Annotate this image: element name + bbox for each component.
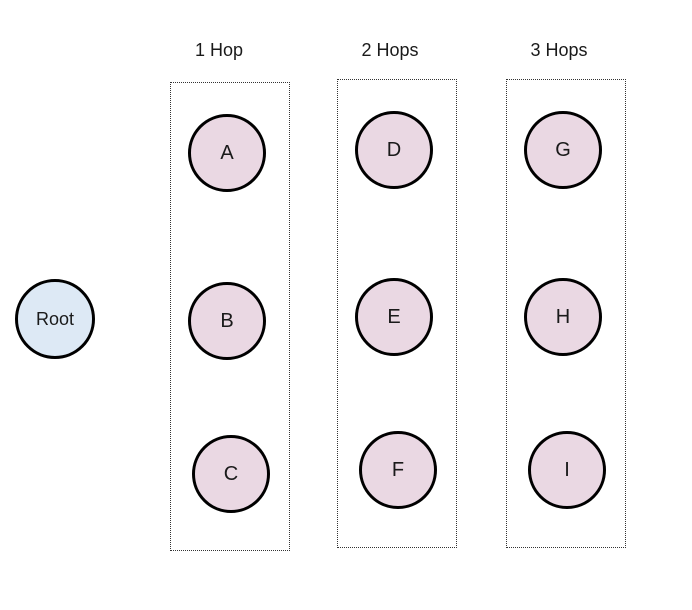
node-e-label: E bbox=[387, 306, 401, 328]
node-d-label: D bbox=[386, 139, 402, 161]
node-d: D bbox=[355, 111, 433, 189]
node-h: H bbox=[524, 278, 602, 356]
hop-group-3 bbox=[506, 79, 626, 548]
hop-group-2 bbox=[337, 79, 457, 548]
column-title-1-hop: 1 Hop bbox=[194, 40, 244, 60]
column-title-2-hops: 2 Hops bbox=[361, 40, 419, 60]
node-c-label: C bbox=[223, 463, 239, 485]
node-g: G bbox=[524, 111, 602, 189]
node-e: E bbox=[355, 278, 433, 356]
node-b-label: B bbox=[220, 310, 234, 332]
hop-group-1 bbox=[170, 82, 290, 551]
node-b: B bbox=[188, 282, 266, 360]
root-node: Root bbox=[15, 279, 95, 359]
root-node-label: Root bbox=[35, 309, 75, 329]
node-f-label: F bbox=[391, 459, 405, 481]
node-g-label: G bbox=[555, 139, 571, 161]
node-i: I bbox=[528, 431, 606, 509]
node-i-label: I bbox=[564, 459, 570, 481]
node-f: F bbox=[359, 431, 437, 509]
node-a: A bbox=[188, 114, 266, 192]
node-h-label: H bbox=[555, 306, 571, 328]
column-title-3-hops: 3 Hops bbox=[530, 40, 588, 60]
node-a-label: A bbox=[220, 142, 234, 164]
node-c: C bbox=[192, 435, 270, 513]
